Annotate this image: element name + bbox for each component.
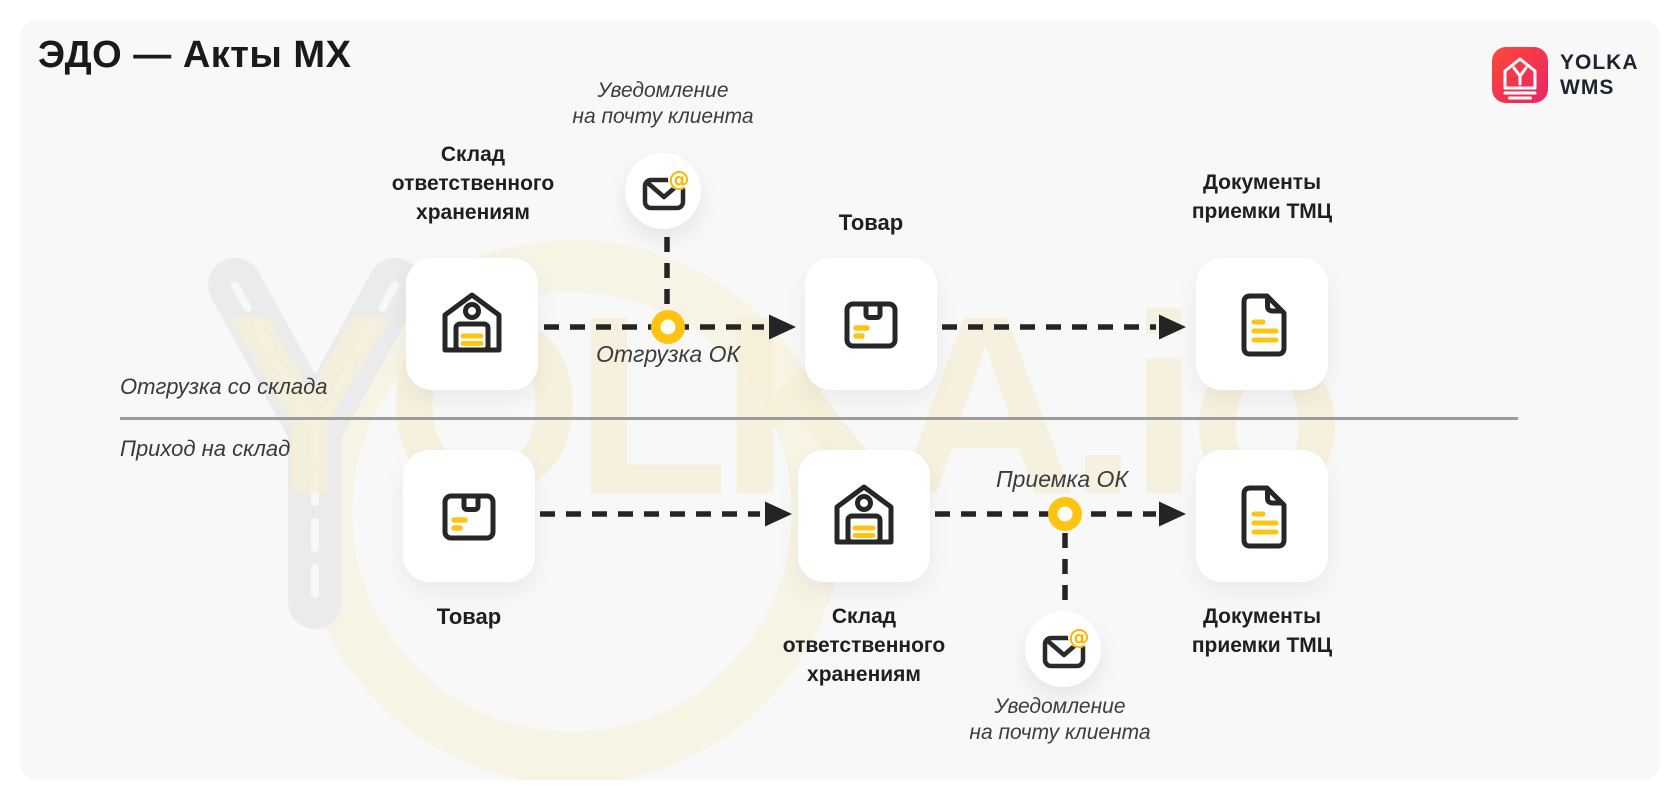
brand-name-line2: WMS xyxy=(1560,76,1615,99)
receiving-documents-card xyxy=(1196,450,1328,582)
receiving-goods-card xyxy=(403,450,535,582)
receiving-warehouse-card xyxy=(798,450,930,582)
watermark-text: YOLKA.io xyxy=(225,263,1345,548)
receiving-notification-label: Уведомление на почту клиента xyxy=(969,695,1151,744)
shipment-notification-label: Уведомление на почту клиента xyxy=(572,79,754,128)
brand-name: YOLKA WMS xyxy=(1560,50,1639,100)
svg-text:@: @ xyxy=(1069,626,1090,650)
email-at-icon: @ xyxy=(1025,611,1101,687)
slide-card: YOLKA.io ЭДО — Акты МХ YOLKA WMS Уведомл… xyxy=(20,20,1660,780)
shipment-goods-label: Товар xyxy=(838,210,904,235)
document-icon xyxy=(1241,293,1287,357)
shipment-goods-card xyxy=(805,258,937,390)
svg-text:@: @ xyxy=(669,168,690,192)
shipment-event-label: Отгрузка ОК xyxy=(595,341,741,367)
shipment-row-label: Отгрузка со склада xyxy=(120,374,328,399)
receiving-event-label: Приемка ОК xyxy=(995,466,1129,492)
receiving-goods-label: Товар xyxy=(436,604,502,629)
package-box-icon xyxy=(442,493,496,541)
receiving-warehouse-label: Склад ответственного хранениям xyxy=(782,605,946,686)
brand-name-line1: YOLKA xyxy=(1560,51,1639,74)
package-box-icon xyxy=(844,301,898,349)
shipment-warehouse-card xyxy=(406,258,538,390)
page-title: ЭДО — Акты МХ xyxy=(38,34,352,76)
yolka-house-icon xyxy=(1492,47,1548,103)
section-divider xyxy=(120,417,1518,420)
receiving-row-label: Приход на склад xyxy=(120,436,291,461)
email-at-icon: @ xyxy=(625,153,701,229)
warehouse-icon xyxy=(834,484,894,545)
shipment-documents-card xyxy=(1196,258,1328,390)
watermark-road-y-icon xyxy=(208,258,422,629)
shipment-warehouse-label: Склад ответственного хранениям xyxy=(391,143,555,224)
receiving-documents-label: Документы приемки ТМЦ xyxy=(1191,605,1333,657)
document-icon xyxy=(1241,485,1287,549)
shipment-documents-label: Документы приемки ТМЦ xyxy=(1191,171,1333,223)
brand-logo: YOLKA WMS xyxy=(1492,47,1639,103)
warehouse-icon xyxy=(442,292,502,353)
